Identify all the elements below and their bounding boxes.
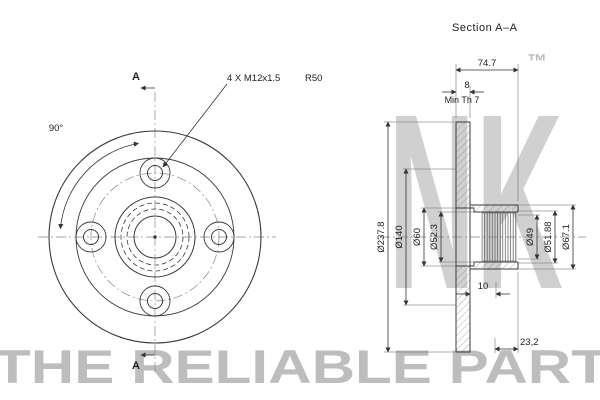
dim-hub-diameter: Ø67.1	[561, 224, 572, 250]
cut-label-top: A	[132, 71, 140, 83]
cut-label-bottom: A	[132, 360, 140, 372]
dimension-lines	[385, 67, 576, 353]
dim-disc-thickness: 8	[464, 80, 469, 91]
hub-spline-circles	[114, 196, 196, 278]
dim-hat-diameter: Ø140	[394, 225, 405, 248]
nk-logo-watermark: NK	[388, 62, 563, 341]
bolt-note-leader	[162, 83, 228, 168]
dim-outer-diameter: Ø237.8	[376, 221, 387, 252]
dim-hub-depth: 23,2	[520, 337, 539, 348]
dim-total-width: 74.7	[478, 58, 497, 69]
section-outline	[455, 121, 519, 353]
section-view: Section A–A	[376, 22, 586, 353]
bolt-holes	[75, 157, 235, 317]
angle-arc	[58, 141, 140, 230]
dim-step: 10	[478, 281, 489, 292]
dim-bore-60: Ø60	[412, 228, 423, 246]
bolt-thread-note: 4 X M12x1.5	[227, 73, 280, 84]
spline-bore-area	[481, 212, 517, 262]
angle-label: 90°	[49, 123, 64, 134]
trademark-symbol: ™	[527, 51, 547, 73]
disc-outer-circle	[48, 130, 262, 344]
dim-bore-52-3: Ø52.3	[429, 224, 440, 250]
dim-bore-49: Ø49	[525, 228, 536, 246]
dim-bore-51-88: Ø51.88	[543, 221, 554, 252]
front-view: 90° 4 X M12x1.5 R50 A A	[38, 71, 322, 372]
section-title: Section A–A	[452, 22, 518, 34]
tagline-watermark: THE RELIABLE PART	[0, 340, 600, 393]
dim-min-thickness: Min Th 7	[445, 95, 480, 105]
section-hatching	[456, 122, 518, 352]
brand-watermark: NK ™ THE RELIABLE PART	[0, 51, 600, 393]
bolt-circle-centerline	[90, 172, 220, 302]
radius-note: R50	[305, 73, 322, 84]
